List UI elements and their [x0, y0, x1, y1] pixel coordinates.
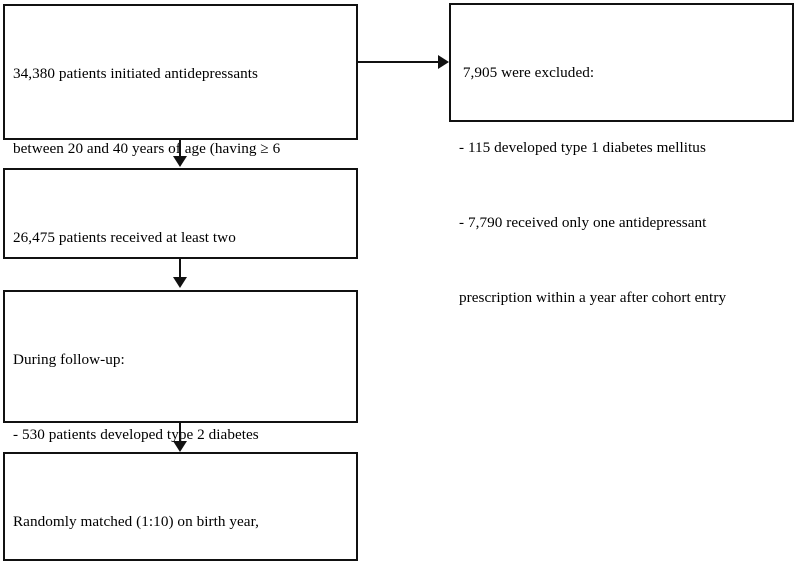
- box-line: During follow-up:: [13, 351, 125, 368]
- box-line: - 7,790 received only one antidepressant: [459, 214, 707, 231]
- box-line: - 115 developed type 1 diabetes mellitus: [459, 139, 706, 156]
- flow-box-excluded-patients: 7,905 were excluded: - 115 developed typ…: [449, 3, 794, 306]
- arrowhead-right-icon: [438, 55, 449, 69]
- box-line: 26,475 patients received at least two: [13, 229, 236, 246]
- flow-box-follow-up-outcomes: During follow-up: - 530 patients develop…: [3, 290, 358, 518]
- arrowhead-down-icon: [173, 441, 187, 452]
- box-line: 34,380 patients initiated antidepressant…: [13, 65, 258, 82]
- connector-cohort-to-twoplus-line: [179, 140, 181, 158]
- arrowhead-down-icon: [173, 156, 187, 167]
- connector-followup-to-matched-line: [179, 423, 181, 443]
- box-line: - 530 patients developed type 2 diabetes: [13, 426, 259, 443]
- flow-box-matched-sample: Randomly matched (1:10) on birth year, c…: [3, 452, 358, 561]
- box-line: prescription within a year after cohort …: [459, 289, 727, 306]
- connector-cohort-to-excluded-line: [357, 61, 440, 63]
- flow-box-two-prescriptions-cohort: 26,475 patients received at least two an…: [3, 168, 358, 396]
- box-line: 7,905 were excluded:: [459, 64, 595, 81]
- box-line: between 20 and 40 years of age (having ≥…: [13, 140, 281, 157]
- connector-twoplus-to-followup-line: [179, 259, 181, 279]
- flow-box-initial-cohort: 34,380 patients initiated antidepressant…: [3, 4, 358, 382]
- arrowhead-down-icon: [173, 277, 187, 288]
- box-line: Randomly matched (1:10) on birth year,: [13, 513, 259, 530]
